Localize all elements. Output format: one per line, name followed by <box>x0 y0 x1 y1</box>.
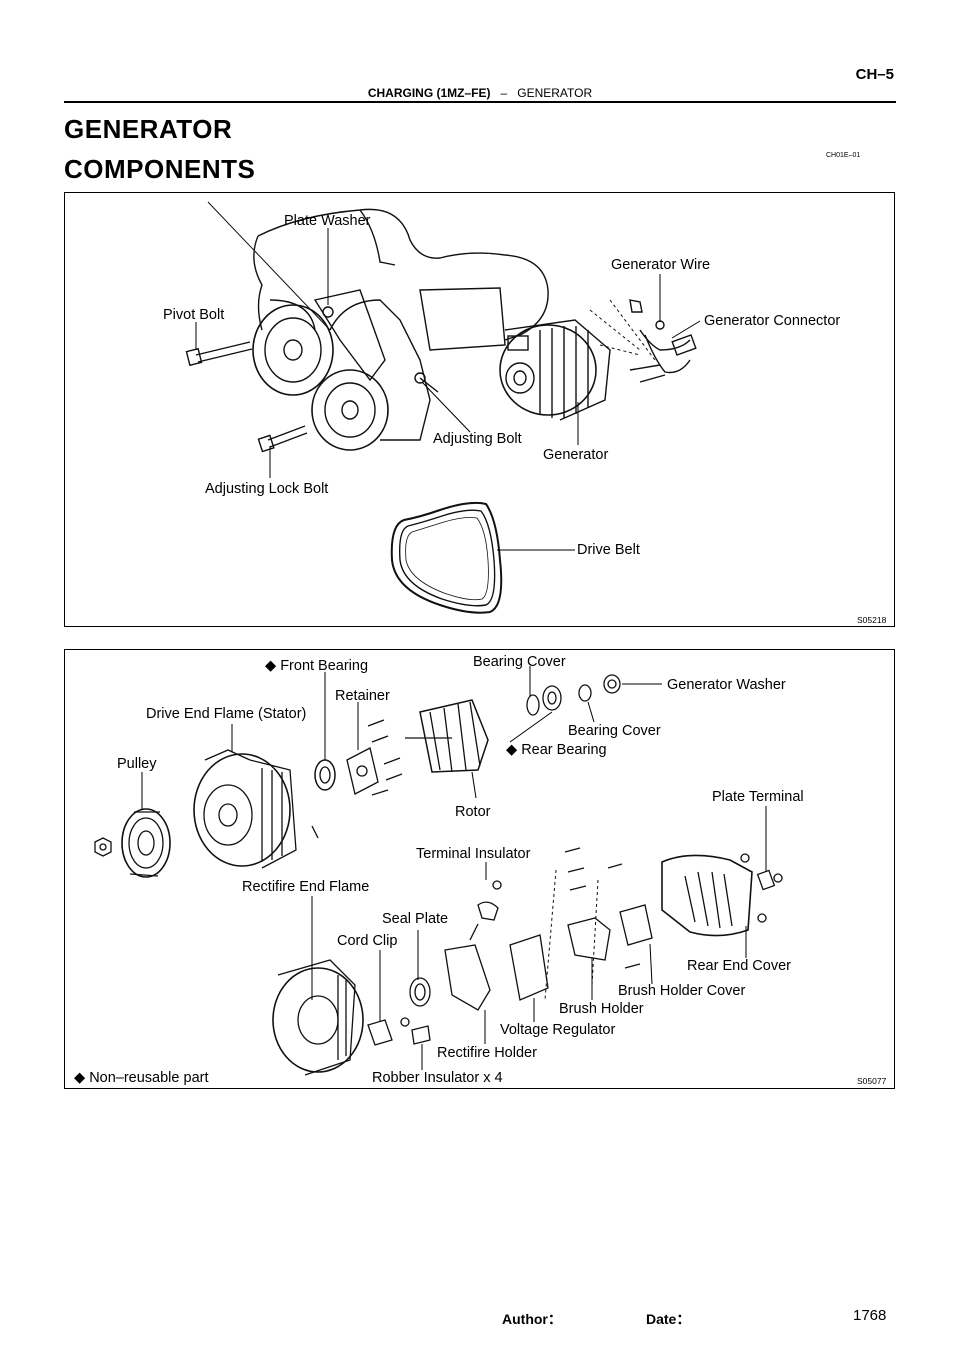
footer-page-number: 1768 <box>853 1307 887 1324</box>
label-rear-bearing: ◆ Rear Bearing <box>506 742 607 758</box>
label-adjusting-bolt: Adjusting Bolt <box>433 431 522 447</box>
label-drive-end-flame: Drive End Flame (Stator) <box>146 706 307 722</box>
footer-date: Date： <box>646 1309 690 1329</box>
label-plate-washer: Plate Washer <box>284 213 371 229</box>
label-rectifire-holder: Rectifire Holder <box>437 1045 537 1061</box>
label-voltage-regulator: Voltage Regulator <box>500 1022 616 1038</box>
legend-non-reusable: ◆ Non–reusable part <box>74 1070 209 1086</box>
label-drive-belt: Drive Belt <box>577 542 640 558</box>
figure2-code: S05077 <box>857 1076 887 1086</box>
label-bearing-cover-top: Bearing Cover <box>473 654 566 670</box>
label-rear-bearing-text: Rear Bearing <box>521 742 607 758</box>
label-adjusting-lock-bolt: Adjusting Lock Bolt <box>205 481 329 497</box>
label-generator-wire: Generator Wire <box>611 257 711 273</box>
footer-author: Author： <box>502 1309 562 1329</box>
header-topic: GENERATOR <box>517 86 593 100</box>
legend-non-reusable-text: Non–reusable part <box>89 1070 209 1086</box>
label-brush-holder: Brush Holder <box>559 1001 644 1017</box>
label-cord-clip: Cord Clip <box>337 933 398 949</box>
figure1-code: S05218 <box>857 615 887 625</box>
page-title: GENERATOR <box>64 114 233 144</box>
page-number-header: CH–5 <box>855 66 894 83</box>
figure-installed-components <box>64 192 895 627</box>
running-header: CHARGING (1MZ–FE) – GENERATOR <box>0 86 960 100</box>
page-subtitle: COMPONENTS <box>64 154 256 184</box>
label-generator-connector: Generator Connector <box>704 313 841 329</box>
label-pulley: Pulley <box>117 756 157 772</box>
label-pivot-bolt: Pivot Bolt <box>163 307 225 323</box>
footer-date-label: Date： <box>646 1311 691 1327</box>
label-front-bearing: ◆ Front Bearing <box>265 658 369 674</box>
label-bearing-cover-2: Bearing Cover <box>568 723 661 739</box>
label-rear-end-cover: Rear End Cover <box>687 958 791 974</box>
label-retainer: Retainer <box>335 688 390 704</box>
label-front-bearing-text: Front Bearing <box>280 658 369 674</box>
footer-author-label: Author： <box>502 1311 562 1327</box>
header-rule <box>64 101 896 103</box>
label-brush-holder-cover: Brush Holder Cover <box>618 983 746 999</box>
header-section: CHARGING (1MZ–FE) <box>367 86 491 100</box>
header-separator: – <box>500 86 508 100</box>
section-code: CH01E–01 <box>826 152 861 159</box>
label-rectifire-end-flame: Rectifire End Flame <box>242 879 370 895</box>
label-terminal-insulator: Terminal Insulator <box>416 846 531 862</box>
figure-generator-components <box>64 649 895 1089</box>
label-robber-insulator: Robber Insulator x 4 <box>372 1070 503 1086</box>
label-generator: Generator <box>543 447 609 463</box>
label-rotor: Rotor <box>455 804 491 820</box>
label-seal-plate: Seal Plate <box>382 911 449 927</box>
label-generator-washer: Generator Washer <box>667 677 786 693</box>
label-plate-terminal: Plate Terminal <box>712 789 804 805</box>
